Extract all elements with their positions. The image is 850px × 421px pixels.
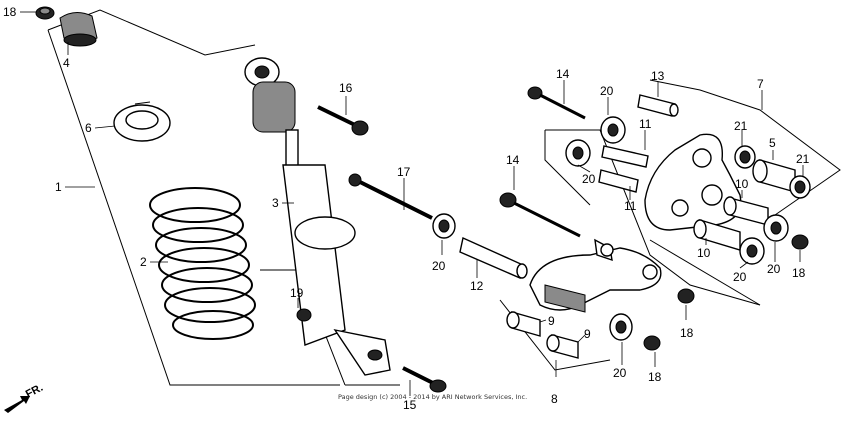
bearing-11-b: [598, 169, 639, 193]
bearing-10-a: [723, 196, 769, 226]
callout-4: 4: [63, 56, 70, 70]
collar-12: [459, 237, 528, 279]
leader-lines: [20, 11, 804, 396]
callout-13: 13: [651, 69, 665, 83]
bolt-15: [402, 366, 447, 393]
callout-11-lower: 11: [624, 199, 637, 213]
dust-seal-20-upper-right: [600, 116, 626, 144]
nut-18-right: [791, 234, 809, 250]
bearing-11-a: [601, 145, 649, 168]
callout-17: 17: [397, 165, 411, 179]
callout-5: 5: [769, 136, 776, 150]
nut-18-lower: [643, 335, 661, 351]
callout-20-right-a: 20: [733, 270, 747, 284]
front-marker: FR.: [24, 382, 45, 401]
bolt-17: [348, 173, 433, 220]
callout-10-upper: 10: [735, 177, 749, 191]
front-direction-arrow-icon: [4, 396, 30, 413]
bushing-4: [59, 12, 98, 47]
callout-9-a: 9: [548, 314, 555, 328]
callout-3: 3: [272, 196, 279, 210]
dust-seal-20-right-b: [763, 214, 789, 242]
callout-20-right-b: 20: [767, 262, 781, 276]
shock-arm-7: [644, 133, 742, 231]
bearing-9-a: [506, 311, 541, 337]
callout-20-mid: 20: [582, 172, 596, 186]
shock-spring-2: [149, 187, 256, 340]
callout-18-right: 18: [792, 266, 806, 280]
callout-18-mid: 18: [680, 326, 694, 340]
callout-14-lower: 14: [506, 153, 520, 167]
callout-15: 15: [403, 398, 417, 412]
callout-14-upper: 14: [556, 67, 570, 81]
bolt-16: [317, 105, 369, 136]
shock-damper-3: [244, 57, 391, 376]
callout-12: 12: [470, 279, 484, 293]
shock-link-8: [529, 238, 662, 313]
callout-2: 2: [140, 255, 147, 269]
collar-13: [637, 94, 679, 117]
arm-7-outline: [649, 79, 841, 306]
dust-seal-21-right: [789, 175, 811, 199]
dust-seal-20-upper-left: [565, 139, 591, 167]
callout-19: 19: [290, 286, 304, 300]
dust-seal-21-left: [734, 145, 756, 169]
callout-11-upper: 11: [639, 117, 652, 131]
callout-18-top-left: 18: [3, 5, 17, 19]
callout-9-b: 9: [584, 327, 591, 341]
callout-16: 16: [339, 81, 353, 95]
bolt-14-upper: [527, 86, 586, 120]
shock-assembly-outline: [47, 9, 400, 386]
bearing-9-b: [546, 334, 579, 359]
collar-5: [752, 159, 796, 193]
callout-1: 1: [55, 180, 62, 194]
nut-18-top-left: [35, 6, 55, 20]
callout-18-lower: 18: [648, 370, 662, 384]
nut-18-mid: [677, 288, 695, 304]
callout-7: 7: [757, 77, 764, 91]
spring-seat-stopper-6: [113, 101, 171, 142]
callout-20-left: 20: [432, 259, 446, 273]
dust-seal-20-lower: [609, 313, 633, 341]
callout-20-lower: 20: [613, 366, 627, 380]
callout-21-left: 21: [734, 119, 748, 133]
dust-seal-20-right-a: [739, 237, 765, 265]
bolt-14-lower: [499, 192, 581, 238]
callout-21-right: 21: [796, 152, 810, 166]
callout-10-lower: 10: [697, 246, 711, 260]
callout-8: 8: [551, 392, 558, 406]
dust-seal-20-left: [432, 213, 456, 239]
nut-19: [296, 308, 312, 322]
callout-20-upper: 20: [600, 84, 614, 98]
copyright-notice: Page design (c) 2004 - 2014 by ARI Netwo…: [338, 393, 527, 401]
callout-6: 6: [85, 121, 92, 135]
